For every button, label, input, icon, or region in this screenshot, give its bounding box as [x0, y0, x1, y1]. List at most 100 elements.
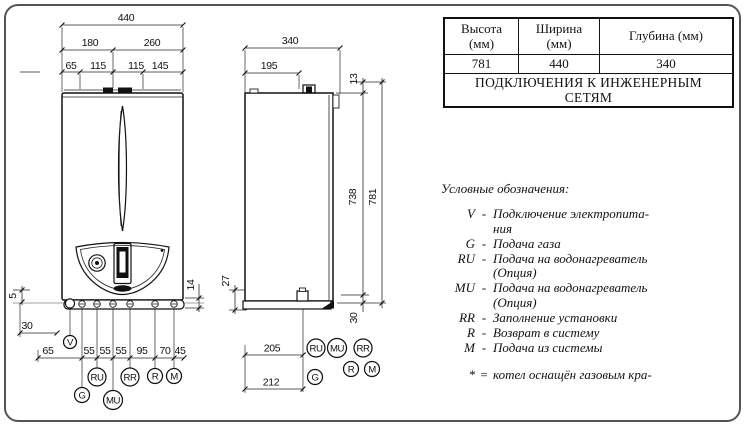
- dim-front-bot-65: 65: [42, 345, 54, 357]
- bottom-connection-bar: [63, 298, 185, 310]
- connection-label-v: V: [67, 337, 74, 348]
- legend-dash: -: [481, 309, 487, 325]
- dim-side-212: 212: [263, 377, 280, 389]
- dim-side-depth: 340: [282, 35, 299, 47]
- top-connection-mark: [103, 87, 113, 93]
- front-connection-labels: V RU RR R M G MU: [62, 334, 183, 411]
- legend-symbol: M: [464, 339, 475, 355]
- connection-label-ru: RU: [309, 343, 323, 354]
- connection-label-g: G: [311, 372, 318, 383]
- legend-symbol: V: [467, 206, 475, 221]
- dim-side-205: 205: [264, 343, 281, 355]
- connection-label-mu: MU: [106, 395, 121, 406]
- legend-entry-m: M - Подача из системы: [441, 339, 681, 356]
- legend-symbol: G: [465, 235, 475, 251]
- legend-entry-v: V - Подключение электропита- ния: [441, 206, 681, 236]
- table-value-depth: 340: [599, 54, 734, 74]
- table-footer: ПОДКЛЮЧЕНИЯ К ИНЖЕНЕРНЫМ СЕТЯМ: [443, 73, 734, 108]
- connection-label-rr: RR: [356, 343, 370, 354]
- legend-text: Подача на водонагреватель (Опция): [493, 250, 648, 280]
- legend-text: Возврат в систему: [493, 324, 600, 340]
- dim-front-top-115b: 115: [128, 60, 144, 72]
- gas-valve: [296, 290, 309, 302]
- table-footer-row: ПОДКЛЮЧЕНИЯ К ИНЖЕНЕРНЫМ СЕТЯМ: [443, 73, 734, 108]
- top-connection-mark: [118, 87, 132, 93]
- connection-label-rr: RR: [123, 372, 137, 383]
- dim-front-bot-95: 95: [136, 345, 148, 357]
- dim-front-260: 260: [144, 37, 161, 49]
- boiler-dimension-drawing: 440 180 260 65 115 115 145 65 55 55 55 9…: [7, 12, 386, 411]
- dim-front-top-65: 65: [65, 60, 77, 72]
- dim-front-5: 5: [7, 293, 19, 299]
- dim-front-180: 180: [82, 37, 99, 49]
- front-view: 440 180 260 65 115 115 145 65 55 55 55 9…: [7, 12, 204, 411]
- table-header-width: Ширина (мм): [518, 17, 600, 55]
- dim-front-bot-70: 70: [159, 345, 171, 357]
- footnote-equals: =: [479, 367, 489, 382]
- legend-entry-ru: RU - Подача на водонагреватель (Опция): [441, 250, 681, 281]
- legend-dash: -: [481, 250, 487, 266]
- legend-symbol: MU: [454, 280, 475, 295]
- legend-entry-r: R - Возврат в систему: [441, 324, 681, 341]
- flue-collar: [302, 84, 316, 94]
- legend-text: Подача газа: [493, 235, 561, 251]
- legend-dash: -: [481, 280, 487, 295]
- dim-side-781: 781: [367, 188, 379, 205]
- side-connection-labels: RU MU RR R M G: [306, 337, 381, 386]
- dim-front-total-width: 440: [118, 12, 135, 24]
- table-value-width: 440: [518, 54, 600, 74]
- dim-front-30: 30: [21, 320, 33, 332]
- legend-text: Заполнение установки: [493, 309, 618, 325]
- legend-entry-mu: MU - Подача на водонагреватель (Опция): [441, 280, 681, 310]
- dim-side-195: 195: [261, 60, 278, 72]
- dim-front-14: 14: [185, 279, 197, 291]
- table-value-row: 781 440 340: [443, 54, 734, 74]
- legend-symbol: RR: [459, 309, 475, 325]
- table-header-height: Высота (мм): [443, 17, 519, 55]
- wall-bracket: [332, 94, 340, 109]
- dim-front-top-145: 145: [152, 60, 169, 72]
- dim-front-bot-55c: 55: [115, 345, 127, 357]
- footnote-text: котел оснащён газовым кра-: [493, 367, 652, 382]
- connection-label-m: M: [368, 364, 376, 375]
- legend-text: Подключение электропита- ния: [493, 206, 650, 236]
- legend-symbol: RU: [457, 250, 475, 266]
- legend-entry-g: G - Подача газа: [441, 235, 681, 252]
- legend-symbol: R: [467, 324, 475, 340]
- dim-front-bot-55a: 55: [83, 345, 95, 357]
- table-header-depth: Глубина (мм): [599, 17, 734, 55]
- connection-label-ru: RU: [90, 372, 104, 383]
- side-view: 340 195 13 738 781 27 30 205 212 RU MU R…: [220, 35, 386, 393]
- legend-dash: -: [481, 235, 487, 251]
- panel-gauge: [88, 254, 106, 272]
- connection-label-g: G: [78, 390, 85, 401]
- legend-dash: -: [481, 206, 487, 221]
- legend-text: Подача из системы: [493, 339, 603, 355]
- footnote-asterisk: *: [468, 367, 476, 382]
- legend-text: Подача на водонагреватель (Опция): [493, 280, 648, 310]
- legend-title: Условные обозначения:: [441, 181, 570, 196]
- connection-label-mu: MU: [330, 343, 345, 354]
- table-value-height: 781: [443, 54, 519, 74]
- legend-dash: -: [481, 324, 487, 340]
- dimensions-table: Высота (мм) Ширина (мм) Глубина (мм) 781…: [443, 17, 734, 109]
- bottom-tray: [242, 300, 332, 310]
- dim-side-27: 27: [220, 275, 232, 287]
- table-header-row: Высота (мм) Ширина (мм) Глубина (мм): [443, 17, 734, 55]
- control-panel: [75, 241, 170, 296]
- connection-label-m: M: [170, 371, 178, 382]
- dim-side-738: 738: [347, 188, 359, 205]
- connection-label-r: R: [348, 364, 355, 375]
- panel-display: [113, 242, 132, 285]
- dim-front-bot-45: 45: [174, 345, 186, 357]
- dim-side-30: 30: [348, 312, 360, 324]
- dim-front-bot-55b: 55: [99, 345, 111, 357]
- connection-label-r: R: [152, 371, 159, 382]
- legend-entry-rr: RR - Заполнение установки: [441, 309, 681, 326]
- boiler-side-body: [244, 92, 334, 302]
- dim-side-13: 13: [348, 73, 360, 85]
- legend: Условные обозначения: V - Подключение эл…: [441, 181, 681, 383]
- dim-front-top-115a: 115: [90, 60, 106, 72]
- legend-footnote: * = котел оснащён газовым кра-: [441, 367, 681, 383]
